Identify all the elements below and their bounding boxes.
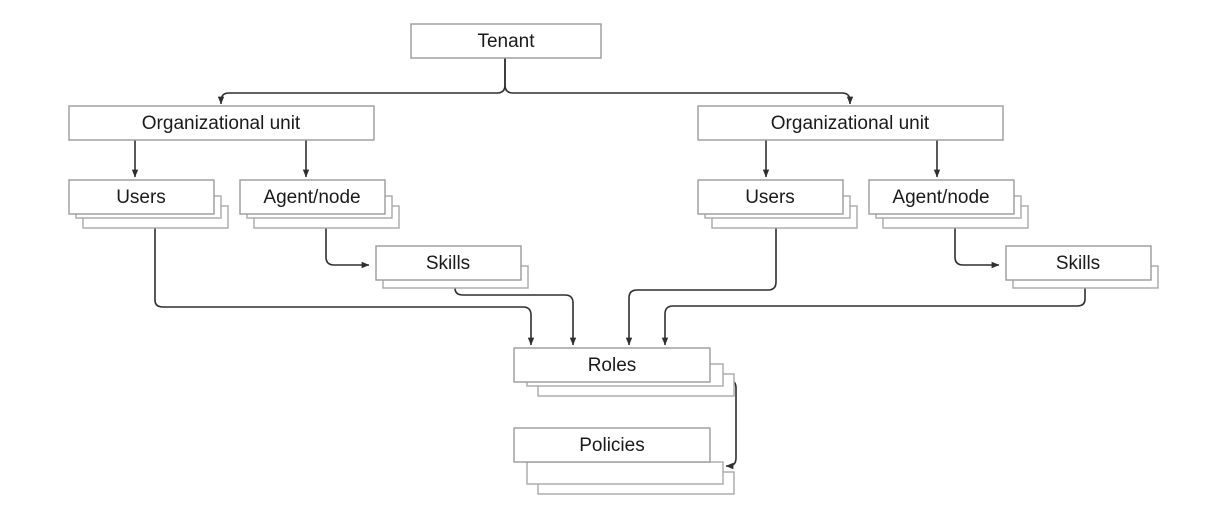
edge-users-left-to-roles	[154, 228, 535, 346]
edge-tenant-to-org-unit-left	[217, 57, 506, 105]
node-org-unit-right[interactable]: Organizational unit	[697, 105, 1004, 141]
edge-skills-left-to-roles	[454, 287, 577, 346]
node-agent-node-right-label: Agent/node	[892, 187, 989, 208]
node-users-left[interactable]: Users	[68, 179, 229, 229]
node-skills-right-box	[1005, 245, 1152, 281]
edge-agent-node-right-to-skills-right	[954, 228, 1000, 269]
node-users-right[interactable]: Users	[697, 179, 858, 229]
node-policies-box	[513, 427, 711, 463]
edge-agent-node-left-to-skills-left	[325, 228, 370, 269]
edge-tenant-to-org-unit-right	[504, 57, 854, 105]
edge-skills-right-to-roles	[661, 288, 1086, 346]
node-skills-left[interactable]: Skills	[375, 245, 529, 289]
node-org-unit-right-label: Organizational unit	[771, 113, 930, 134]
node-org-unit-left-label: Organizational unit	[142, 113, 301, 134]
node-skills-left-box	[375, 245, 522, 281]
node-skills-right-label: Skills	[1056, 253, 1100, 274]
node-agent-node-left-box	[239, 179, 386, 215]
node-agent-node-left[interactable]: Agent/node	[239, 179, 400, 229]
node-skills-right[interactable]: Skills	[1005, 245, 1159, 289]
node-roles-box	[513, 347, 711, 383]
node-agent-node-left-label: Agent/node	[263, 187, 360, 208]
edge-users-right-to-roles	[625, 228, 777, 346]
node-tenant-label: Tenant	[477, 31, 535, 52]
node-users-left-label: Users	[116, 187, 166, 208]
node-policies[interactable]: Policies	[513, 427, 735, 495]
node-users-right-box	[697, 179, 844, 215]
node-tenant-box	[410, 23, 602, 59]
node-users-left-box	[68, 179, 215, 215]
node-tenant[interactable]: Tenant	[410, 23, 602, 59]
node-org-unit-left[interactable]: Organizational unit	[68, 105, 375, 141]
node-skills-left-label: Skills	[426, 253, 470, 274]
node-users-right-label: Users	[745, 187, 795, 208]
node-roles-label: Roles	[588, 355, 637, 376]
node-agent-node-right[interactable]: Agent/node	[868, 179, 1029, 229]
node-agent-node-right-box	[868, 179, 1015, 215]
node-org-unit-left-box	[68, 105, 375, 141]
node-policies-stack-layer-2	[526, 461, 724, 485]
node-roles[interactable]: Roles	[513, 347, 735, 397]
node-org-unit-right-box	[697, 105, 1004, 141]
node-policies-label: Policies	[579, 435, 644, 456]
